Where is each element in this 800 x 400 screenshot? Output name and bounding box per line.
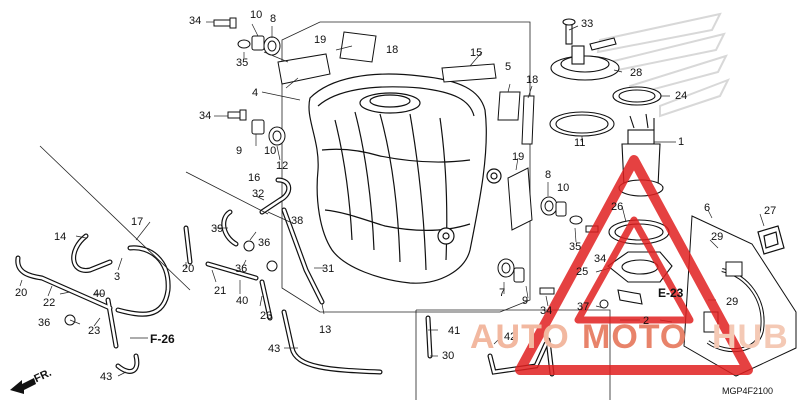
part-number-32: 32 [252, 188, 265, 200]
rubber-strips [277, 31, 535, 231]
part-number-36b: 36 [235, 263, 248, 275]
part-number-35b: 35 [569, 241, 582, 253]
part-number-8: 8 [270, 13, 277, 25]
breather-tubes-inner [16, 178, 554, 376]
part-number-20: 20 [182, 263, 195, 275]
part-number-18b: 18 [526, 74, 539, 86]
watermark-word-hub: HUB [712, 318, 789, 356]
part-number-6: 6 [704, 202, 711, 214]
part-number-28: 28 [630, 67, 643, 79]
part-number-10b: 10 [264, 145, 277, 157]
part-number-37: 37 [577, 301, 590, 313]
arrow-left-icon [10, 378, 36, 394]
part-number-25: 25 [576, 266, 589, 278]
part-number-34b: 34 [199, 110, 212, 122]
part-number-29b: 29 [726, 296, 739, 308]
part-number-5: 5 [505, 61, 512, 73]
fuel-pump-assembly [549, 18, 673, 305]
fuel-hose-group [683, 215, 797, 377]
part-number-31: 31 [322, 263, 335, 275]
reference-e23: E-23 [658, 286, 684, 300]
fastener-hardware [64, 17, 609, 326]
hose-clip [757, 225, 785, 255]
part-number-16: 16 [248, 172, 261, 184]
part-number-15: 15 [470, 47, 483, 59]
reference-f26: F-26 [150, 332, 175, 346]
part-number-10c: 10 [557, 182, 570, 194]
part-number-30: 30 [442, 350, 455, 362]
part-number-34: 34 [189, 15, 202, 27]
part-number-36: 36 [258, 237, 271, 249]
part-number-12: 12 [276, 160, 289, 172]
part-number-39: 39 [211, 223, 224, 235]
part-number-19: 19 [314, 34, 327, 46]
part-number-34c: 34 [594, 253, 607, 265]
part-number-9b: 9 [522, 295, 529, 307]
part-number-1: 1 [678, 136, 685, 148]
part-number-13: 13 [319, 324, 332, 336]
tank-group-outline [281, 21, 531, 313]
part-number-23: 23 [260, 310, 273, 322]
part-number-29: 29 [711, 231, 724, 243]
part-number-4: 4 [252, 87, 259, 99]
part-number-3: 3 [114, 271, 121, 283]
part-number-7: 7 [499, 287, 506, 299]
part-number-22: 22 [43, 297, 56, 309]
part-number-43b: 43 [100, 371, 113, 383]
part-number-41: 41 [448, 325, 461, 337]
part-number-36c: 36 [38, 317, 51, 329]
part-number-33: 33 [581, 18, 594, 30]
drawing-code: MGP4F2100 [722, 386, 774, 396]
front-direction-arrow: FR. [8, 367, 58, 394]
watermark-word-moto: MOTO [582, 318, 688, 356]
part-number-27: 27 [764, 205, 777, 217]
watermark-triangle [515, 155, 753, 375]
part-number-24: 24 [675, 90, 688, 102]
part-number-42: 42 [504, 331, 517, 343]
part-number-35: 35 [236, 57, 249, 69]
part-number-38: 38 [291, 215, 304, 227]
watermark-word-auto: AUTO [470, 318, 570, 356]
part-number-40: 40 [93, 288, 106, 300]
part-number-40b: 40 [236, 295, 249, 307]
part-number-23b: 23 [88, 325, 101, 337]
part-number-20b: 20 [15, 287, 28, 299]
fuel-tank [308, 73, 502, 284]
part-number-18: 18 [386, 44, 399, 56]
part-number-26: 26 [611, 201, 624, 213]
part-number-17: 17 [131, 216, 144, 228]
part-number-11: 11 [574, 137, 586, 149]
part-number-9: 9 [236, 145, 243, 157]
part-number-8b: 8 [545, 169, 552, 181]
part-number-21: 21 [214, 285, 227, 297]
watermark-text: AUTO MOTO HUB [470, 318, 800, 358]
part-number-43: 43 [268, 343, 281, 355]
part-number-14: 14 [54, 231, 67, 243]
part-number-10: 10 [250, 9, 263, 21]
part-number-34d: 34 [540, 305, 553, 317]
part-number-19b: 19 [512, 151, 525, 163]
part-number-2: 2 [643, 315, 650, 327]
